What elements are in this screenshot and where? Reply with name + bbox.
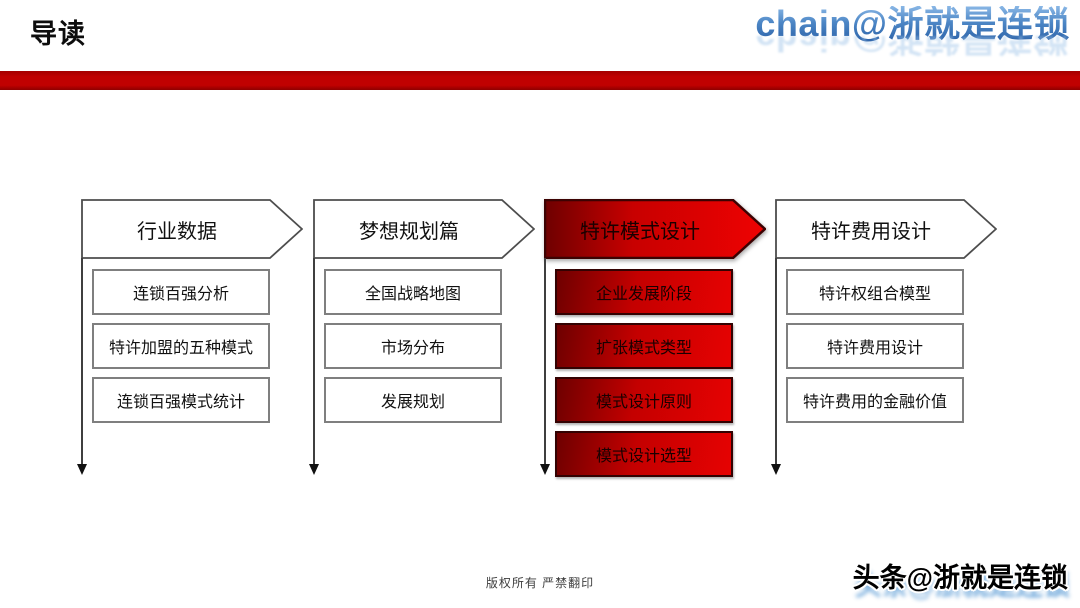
- flow-connector-line: [775, 258, 777, 466]
- topic-box: 特许加盟的五种模式: [92, 323, 270, 369]
- column-franchise-fee-design: 特许费用设计 特许权组合模型 特许费用设计 特许费用的金融价值: [771, 199, 997, 489]
- brand-logo-reflection: chain@浙就是连锁: [755, 36, 1070, 56]
- column-title: 梦想规划篇: [359, 220, 459, 243]
- column-title: 行业数据: [137, 220, 217, 243]
- topic-box: 连锁百强分析: [92, 269, 270, 315]
- column-franchise-model-design: 特许模式设计 企业发展阶段 扩张模式类型 模式设计原则 模式设计选型: [540, 199, 766, 489]
- brand-logo: chain@浙就是连锁 chain@浙就是连锁: [755, 3, 1070, 57]
- column-dream-planning: 梦想规划篇 全国战略地图 市场分布 发展规划: [309, 199, 535, 489]
- copyright-notice: 版权所有 严禁翻印: [485, 576, 595, 590]
- watermark-blue-shadow: 头条@浙就是连锁: [854, 570, 1070, 601]
- arrow-down-icon: [771, 464, 781, 475]
- watermark-text: 头条@浙就是连锁: [852, 562, 1068, 593]
- topic-box: 发展规划: [324, 377, 502, 423]
- topic-box-highlighted: 模式设计原则: [555, 377, 733, 423]
- column-header-highlighted: 特许模式设计: [544, 199, 766, 259]
- flow-arrow-shape: [775, 199, 997, 259]
- accent-divider-bar: [0, 71, 1080, 90]
- column-header: 行业数据: [81, 199, 303, 259]
- arrow-down-icon: [540, 464, 550, 475]
- flow-arrow-shape-red: [544, 199, 766, 259]
- topic-box: 特许权组合模型: [786, 269, 964, 315]
- topic-box: 全国战略地图: [324, 269, 502, 315]
- topic-box-highlighted: 扩张模式类型: [555, 323, 733, 369]
- topic-box: 连锁百强模式统计: [92, 377, 270, 423]
- column-title: 特许费用设计: [811, 220, 931, 243]
- arrow-down-icon: [77, 464, 87, 475]
- brand-logo-text: chain@浙就是连锁: [755, 3, 1070, 44]
- topic-box: 市场分布: [324, 323, 502, 369]
- column-header: 特许费用设计: [775, 199, 997, 259]
- column-industry-data: 行业数据 连锁百强分析 特许加盟的五种模式 连锁百强模式统计: [77, 199, 303, 489]
- topic-box-highlighted: 企业发展阶段: [555, 269, 733, 315]
- flow-arrow-shape: [81, 199, 303, 259]
- topic-box: 特许费用的金融价值: [786, 377, 964, 423]
- page-title: 导读: [30, 19, 86, 49]
- flow-connector-line: [313, 258, 315, 466]
- flow-arrow-shape: [313, 199, 535, 259]
- topic-box: 特许费用设计: [786, 323, 964, 369]
- topic-box-highlighted: 模式设计选型: [555, 431, 733, 477]
- column-header: 梦想规划篇: [313, 199, 535, 259]
- arrow-down-icon: [309, 464, 319, 475]
- flow-connector-line: [81, 258, 83, 466]
- watermark: 头条@浙就是连锁 头条@浙就是连锁: [852, 557, 1070, 601]
- flow-connector-line: [544, 258, 546, 466]
- column-title: 特许模式设计: [580, 220, 700, 243]
